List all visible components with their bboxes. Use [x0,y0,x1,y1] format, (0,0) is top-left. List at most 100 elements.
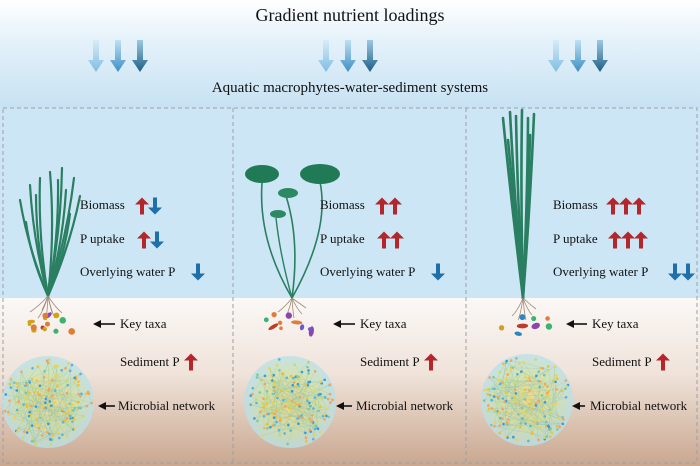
network-node [482,399,486,402]
network-edge [494,360,512,395]
network-edge [541,402,558,427]
network-node [562,417,565,421]
network-node [501,417,504,421]
network-node [530,407,534,411]
network-edge [274,381,333,400]
network-node [272,380,276,383]
network-node [304,436,308,440]
network-node [277,358,281,361]
network-edge [37,377,45,425]
network-node [513,388,517,391]
panel-2-water-p-label: Overlying water P [320,264,416,279]
network-node [552,379,555,382]
network-node [55,384,59,387]
network-node [68,402,72,406]
network-node [54,376,57,379]
key-taxa-pointer [93,320,115,328]
grass-blade [34,193,50,298]
network-node [522,361,525,364]
network-edge [283,379,325,401]
network-node [260,378,264,382]
network-node [22,403,25,406]
network-node [515,356,518,360]
network-node [42,376,46,379]
network-edge [529,380,560,419]
network-node [4,393,8,396]
network-node [289,429,292,432]
nutrient-down-arrow [548,40,564,72]
network-edge [29,381,72,395]
network-node [561,422,565,426]
network-edge [505,358,517,402]
network-edge [37,366,45,378]
network-edge [263,410,265,429]
network-edge [33,378,77,442]
network-node [488,393,492,397]
network-node [270,379,274,382]
network-edge [17,386,23,421]
network-node [20,370,23,374]
network-node [46,422,50,426]
tall-emergent-plant [501,108,536,300]
network-node [521,417,524,420]
network-node [24,391,28,395]
network-edge [500,380,541,382]
network-edge [493,377,551,429]
network-node [67,362,71,365]
network-node [298,416,301,420]
network-edge [274,381,316,400]
microbe-cell [30,324,37,331]
network-node [270,411,274,415]
network-node [17,400,20,403]
microbe-cell [59,317,67,324]
network-node [255,376,259,379]
network-node [554,374,558,377]
network-node [497,395,500,398]
water-band [0,108,700,298]
network-node [37,426,41,430]
network-node [66,420,69,423]
key-taxa-microbes [263,312,314,337]
network-node [499,420,503,424]
network-node [529,424,532,428]
network-node [50,404,53,408]
network-node [85,392,88,395]
network-node [317,409,320,413]
network-edge [524,367,542,400]
network-node [558,417,561,420]
network-node [316,427,320,431]
network-node [309,404,312,408]
network-node [17,426,21,430]
key-taxa-pointer [566,320,587,328]
network-node [16,430,19,433]
network-edge [272,393,276,426]
network-node [536,422,539,426]
network-node [523,397,527,401]
network-node [507,418,510,421]
network-node [501,397,505,400]
microbe-cell [53,328,59,334]
network-node [48,400,52,403]
network-node [31,366,34,370]
submerged-grass-plant [18,166,82,298]
network-edge [273,384,299,418]
network-node [502,422,505,426]
network-edge [31,407,81,442]
network-node [539,366,543,370]
microbe-cell [531,315,537,322]
network-edge [26,382,33,426]
network-edge [24,362,49,432]
network-node [540,407,544,411]
network-node [262,409,265,413]
microbe-layer [27,312,553,337]
network-node [79,395,82,398]
network-node [313,433,316,437]
network-node [47,402,51,406]
nutrient-down-arrow [88,40,104,72]
network-node [258,391,262,394]
network-node [54,389,57,392]
network-node [25,431,29,434]
network-node [60,368,63,372]
network-edge [506,360,524,363]
